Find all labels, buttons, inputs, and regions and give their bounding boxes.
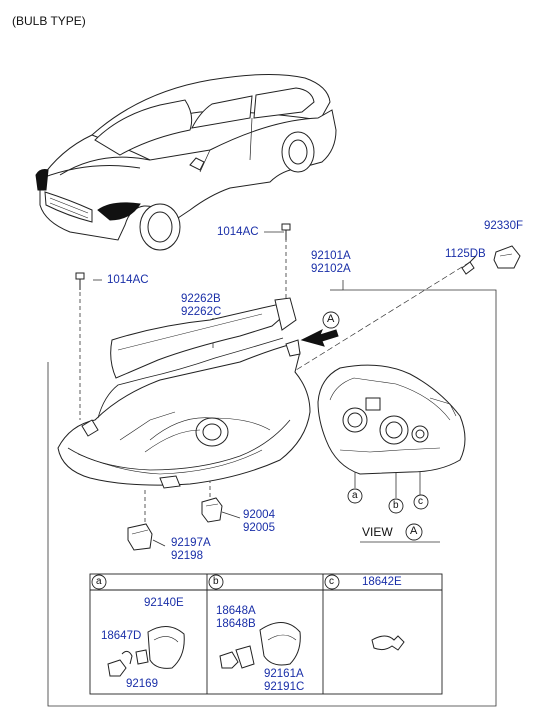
- view-label: VIEW: [362, 525, 393, 539]
- marker-table-c: [324, 574, 340, 590]
- label-92169: 92169: [126, 678, 158, 690]
- bracket-92197a: [127, 523, 153, 551]
- view-callout-c: c: [418, 496, 423, 507]
- label-18648a: 18648A: [216, 605, 256, 617]
- label-1125db: 1125DB: [445, 248, 486, 260]
- bolt-1125db: [461, 255, 477, 275]
- marker-table-b: [208, 574, 224, 590]
- label-1014ac-left: 1014AC: [107, 274, 149, 286]
- bulb-18642e: [371, 635, 405, 651]
- bulb-18648a: [219, 645, 255, 669]
- marker-a-arrow: [322, 311, 340, 329]
- screw-1014ac-left: [75, 272, 85, 290]
- view-callout-b: b: [393, 500, 399, 511]
- leader-lines: [47, 231, 497, 707]
- actuator-92330f: [493, 245, 521, 269]
- circled-markers: [91, 311, 429, 590]
- socket-cap-92140e: [147, 626, 185, 669]
- label-92191c: 92191C: [264, 681, 305, 693]
- view-callout-a: a: [352, 490, 358, 501]
- diagram-title: (BULB TYPE): [12, 14, 86, 28]
- bulb-table: [89, 573, 443, 695]
- label-92005: 92005: [243, 522, 275, 534]
- table-header-a: a: [96, 576, 102, 587]
- arrow-marker-letter: A: [327, 313, 335, 325]
- marker-view-a: [405, 523, 423, 541]
- marker-table-a: [91, 574, 107, 590]
- label-92198: 92198: [171, 550, 203, 562]
- label-92004: 92004: [243, 509, 275, 521]
- table-header-c-code: 18642E: [362, 576, 402, 588]
- label-92102a: 92102A: [311, 263, 351, 275]
- label-92330f: 92330F: [484, 220, 524, 232]
- label-92161a: 92161A: [264, 668, 304, 680]
- headlamp-assembly: [57, 297, 311, 489]
- label-92101a: 92101A: [311, 250, 351, 262]
- marker-view-callout-c: [413, 494, 429, 510]
- label-18647d: 18647D: [101, 630, 142, 642]
- direction-arrow: [300, 328, 339, 347]
- view-marker-letter: A: [410, 525, 418, 537]
- marker-view-callout-a: [347, 488, 363, 504]
- label-18648b: 18648B: [216, 618, 256, 630]
- table-header-c: c: [329, 576, 334, 587]
- label-92140e: 92140E: [144, 597, 184, 609]
- bulb-18647d: [107, 649, 149, 677]
- socket-cap-92161a: [259, 622, 301, 666]
- label-1014ac-top: 1014AC: [217, 226, 259, 238]
- car-illustration: [35, 73, 337, 251]
- label-92262b: 92262B: [181, 293, 221, 305]
- marker-view-callout-b: [388, 498, 404, 514]
- bracket-92004: [201, 497, 223, 523]
- screw-1014ac-top: [281, 223, 291, 240]
- label-92197a: 92197A: [171, 537, 211, 549]
- table-header-b: b: [213, 576, 219, 587]
- label-92262c: 92262C: [181, 306, 222, 318]
- view-a-drawing: [317, 364, 466, 475]
